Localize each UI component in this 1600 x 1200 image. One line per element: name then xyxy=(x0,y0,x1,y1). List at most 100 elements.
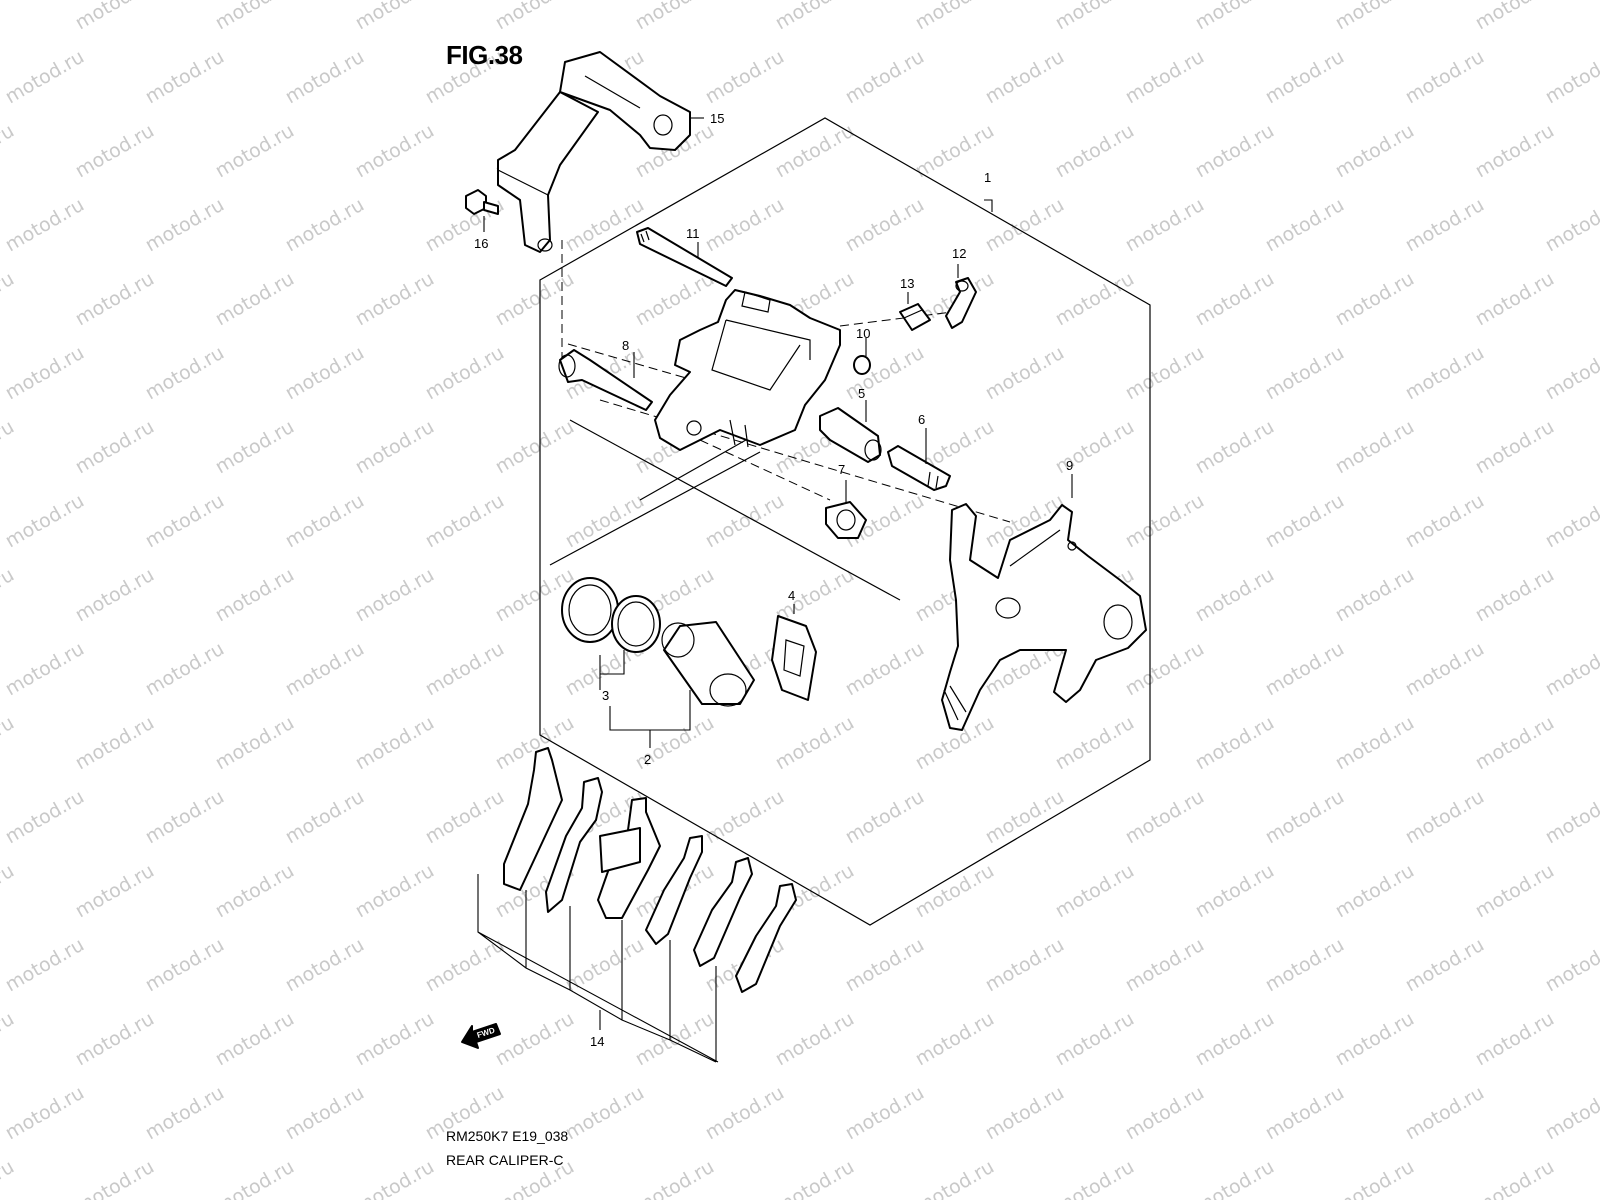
watermark-text: motod.ru xyxy=(1052,268,1138,331)
watermark-text: motod.ru xyxy=(0,268,18,331)
alignment-line xyxy=(639,431,761,501)
watermark-text: motod.ru xyxy=(1402,194,1488,257)
part-3-seals xyxy=(561,577,661,653)
watermark-text: motod.ru xyxy=(0,860,18,923)
watermark-text: motod.ru xyxy=(282,1082,368,1145)
watermark-text: motod.ru xyxy=(1542,490,1600,553)
part-2-piston xyxy=(661,621,755,707)
watermark-text: motod.ru xyxy=(702,194,788,257)
watermark-text: motod.ru xyxy=(1192,712,1278,775)
part-15-bracket xyxy=(497,51,691,253)
alignment-line xyxy=(699,439,831,501)
watermark-text: motod.ru xyxy=(702,1082,788,1145)
callout-1: 1 xyxy=(984,170,991,185)
watermark-text: motod.ru xyxy=(1122,786,1208,849)
part-13-bleeder xyxy=(899,303,931,331)
watermark-text: motod.ru xyxy=(422,194,508,257)
watermark-text: motod.ru xyxy=(2,194,88,257)
watermark-text: motod.ru xyxy=(1262,934,1348,997)
watermark-text: motod.ru xyxy=(1052,1008,1138,1071)
watermark-text: motod.ru xyxy=(1332,712,1418,775)
watermark-text: motod.ru xyxy=(912,0,998,34)
watermark-text: motod.ru xyxy=(1332,564,1418,627)
part-5-sleeve xyxy=(819,407,882,463)
watermark-text: motod.ru xyxy=(912,1008,998,1071)
watermark-text: motod.ru xyxy=(0,416,18,479)
callout-2: 2 xyxy=(644,752,651,767)
watermark-text: motod.ru xyxy=(2,46,88,109)
watermark-text: motod.ru xyxy=(1192,860,1278,923)
watermark-text: motod.ru xyxy=(1472,860,1558,923)
watermark-text: motod.ru xyxy=(1192,1008,1278,1071)
alignment-line xyxy=(569,419,901,601)
watermark-text: motod.ru xyxy=(772,712,858,775)
watermark-text: motod.ru xyxy=(142,934,228,997)
watermark-text: motod.ru xyxy=(982,342,1068,405)
watermark-text: motod.ru xyxy=(72,120,158,183)
watermark-text: motod.ru xyxy=(212,1156,298,1200)
watermark-text: motod.ru xyxy=(492,1008,578,1071)
watermark-text: motod.ru xyxy=(1332,1008,1418,1071)
part-11-pin xyxy=(636,227,733,287)
watermark-text: motod.ru xyxy=(352,120,438,183)
callout-14: 14 xyxy=(590,1034,604,1049)
watermark-text: motod.ru xyxy=(282,194,368,257)
watermark-text: motod.ru xyxy=(72,712,158,775)
part-9-holder xyxy=(941,503,1147,731)
watermark-text: motod.ru xyxy=(1262,1082,1348,1145)
watermark-text: motod.ru xyxy=(352,0,438,34)
part-16-bolt xyxy=(465,189,499,215)
watermark-text: motod.ru xyxy=(72,860,158,923)
part-7-boot xyxy=(825,501,867,539)
watermark-text: motod.ru xyxy=(422,934,508,997)
watermark-text: motod.ru xyxy=(1262,46,1348,109)
watermark-text: motod.ru xyxy=(772,1008,858,1071)
watermark-text: motod.ru xyxy=(1542,342,1600,405)
fwd-arrow-icon: FWD xyxy=(461,1023,501,1049)
watermark-text: motod.ru xyxy=(1472,268,1558,331)
watermark-text: motod.ru xyxy=(282,934,368,997)
watermark-text: motod.ru xyxy=(2,934,88,997)
watermark-text: motod.ru xyxy=(1402,786,1488,849)
watermark-text: motod.ru xyxy=(1052,0,1138,34)
watermark-text: motod.ru xyxy=(1472,564,1558,627)
part-14-pads xyxy=(503,747,797,993)
part-4-clip xyxy=(771,615,817,701)
watermark-text: motod.ru xyxy=(632,0,718,34)
part-12-cap xyxy=(945,277,977,329)
callout-13: 13 xyxy=(900,276,914,291)
watermark-text: motod.ru xyxy=(1262,638,1348,701)
watermark-text: motod.ru xyxy=(982,1082,1068,1145)
watermark-text: motod.ru xyxy=(1472,0,1558,34)
alignment-line xyxy=(567,343,701,383)
watermark-text: motod.ru xyxy=(1192,120,1278,183)
figure-title: FIG.38 xyxy=(446,40,523,70)
caliper-body xyxy=(654,289,841,451)
watermark-text: motod.ru xyxy=(212,268,298,331)
watermark-text: motod.ru xyxy=(0,712,18,775)
watermark-text: motod.ru xyxy=(352,564,438,627)
watermark-text: motod.ru xyxy=(0,564,18,627)
watermark-text: motod.ru xyxy=(842,194,928,257)
watermark-text: motod.ru xyxy=(842,786,928,849)
watermark-text: motod.ru xyxy=(352,1156,438,1200)
watermark-text: motod.ru xyxy=(72,0,158,34)
watermark-text: motod.ru xyxy=(72,564,158,627)
watermark-text: motod.ru xyxy=(492,416,578,479)
watermark-text: motod.ru xyxy=(1332,268,1418,331)
part-8-pin xyxy=(558,349,653,411)
watermark-text: motod.ru xyxy=(1122,46,1208,109)
watermark-text: motod.ru xyxy=(1402,490,1488,553)
watermark-text: motod.ru xyxy=(1472,416,1558,479)
watermark-text: motod.ru xyxy=(1542,1082,1600,1145)
figure-name: REAR CALIPER-C xyxy=(446,1152,564,1168)
watermark-text: motod.ru xyxy=(1332,0,1418,34)
watermark-text: motod.ru xyxy=(1052,416,1138,479)
assembly-outline xyxy=(539,117,1151,926)
watermark-text: motod.ru xyxy=(1192,1156,1278,1200)
watermark-text: motod.ru xyxy=(72,416,158,479)
watermark-text: motod.ru xyxy=(212,564,298,627)
watermark-text: motod.ru xyxy=(1262,490,1348,553)
callout-16: 16 xyxy=(474,236,488,251)
